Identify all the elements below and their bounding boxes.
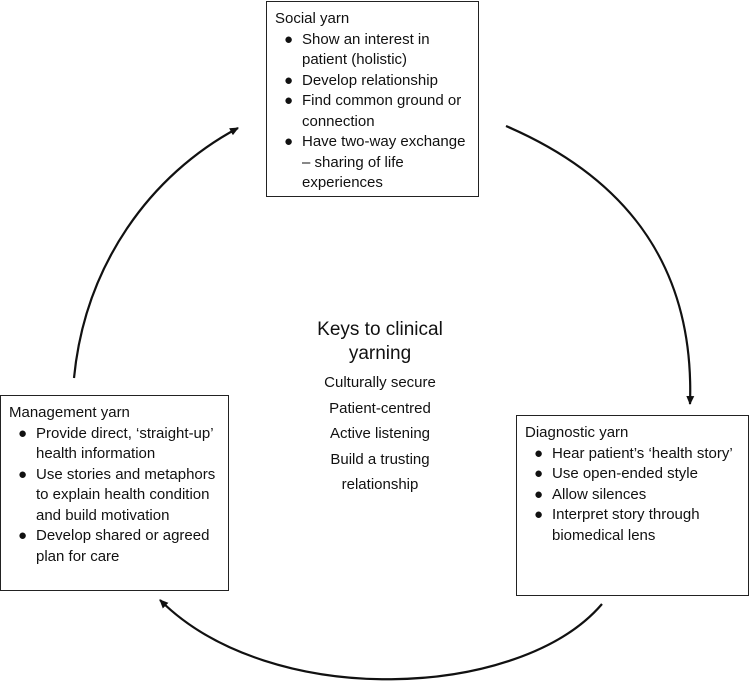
diagnostic-yarn-title: Diagnostic yarn	[525, 424, 629, 441]
list-item: ●Use open-ended style	[525, 464, 740, 485]
management-yarn-box: Management yarn ●Provide direct, ‘straig…	[0, 395, 229, 591]
bullet-icon: ●	[534, 465, 544, 482]
bullet-icon: ●	[534, 506, 544, 523]
diagnostic-yarn-box: Diagnostic yarn ●Hear patient’s ‘health …	[516, 415, 749, 596]
social-yarn-title: Social yarn	[275, 10, 350, 27]
bullet-icon: ●	[284, 133, 294, 150]
center-item: Build a trusting relationship	[330, 450, 430, 494]
keys-to-clinical-yarning: Keys to clinical yarning Culturally secu…	[285, 318, 475, 498]
list-item: ●Interpret story through biomedical lens	[534, 506, 700, 544]
list-item: ●Have two-way exchange – sharing of life…	[284, 133, 466, 191]
bullet-icon: ●	[18, 465, 28, 483]
diagnostic-yarn-list: ●Hear patient’s ‘health story’ ●Use open…	[525, 444, 740, 547]
bullet-icon: ●	[534, 485, 544, 503]
bullet-icon: ●	[534, 444, 544, 462]
bullet-icon: ●	[284, 71, 294, 89]
list-item: ●Develop shared or agreed plan for care	[18, 527, 210, 565]
bullet-icon: ●	[18, 527, 28, 544]
management-yarn-list: ●Provide direct, ‘straight-up’ health in…	[9, 424, 220, 568]
list-item: ●Develop relationship	[275, 71, 470, 92]
social-yarn-box: Social yarn ●Show an interest in patient…	[266, 1, 479, 197]
arrow-social-to-diagnostic	[505, 124, 695, 405]
bullet-icon: ●	[284, 92, 294, 109]
management-yarn-title: Management yarn	[9, 404, 130, 421]
bullet-icon: ●	[18, 424, 28, 442]
bullet-icon: ●	[284, 30, 294, 48]
arrow-management-to-social	[72, 127, 239, 379]
list-item: ●Find common ground or connection	[284, 92, 462, 130]
center-item: Active listening	[329, 425, 431, 442]
center-item: Culturally secure	[324, 374, 436, 391]
list-item: ●Hear patient’s ‘health story’	[525, 444, 740, 465]
social-yarn-list: ●Show an interest in patient (holistic) …	[275, 30, 470, 194]
list-item: ●Allow silences	[525, 485, 740, 506]
center-item: Patient-centred	[329, 399, 431, 417]
list-item: ●Show an interest in patient (holistic)	[284, 30, 430, 69]
center-heading: Keys to clinical yarning	[317, 319, 443, 364]
arrow-diagnostic-to-management	[159, 599, 603, 681]
list-item: ●Use stories and metaphors to explain he…	[18, 465, 216, 524]
list-item: ●Provide direct, ‘straight-up’ health in…	[18, 424, 214, 463]
